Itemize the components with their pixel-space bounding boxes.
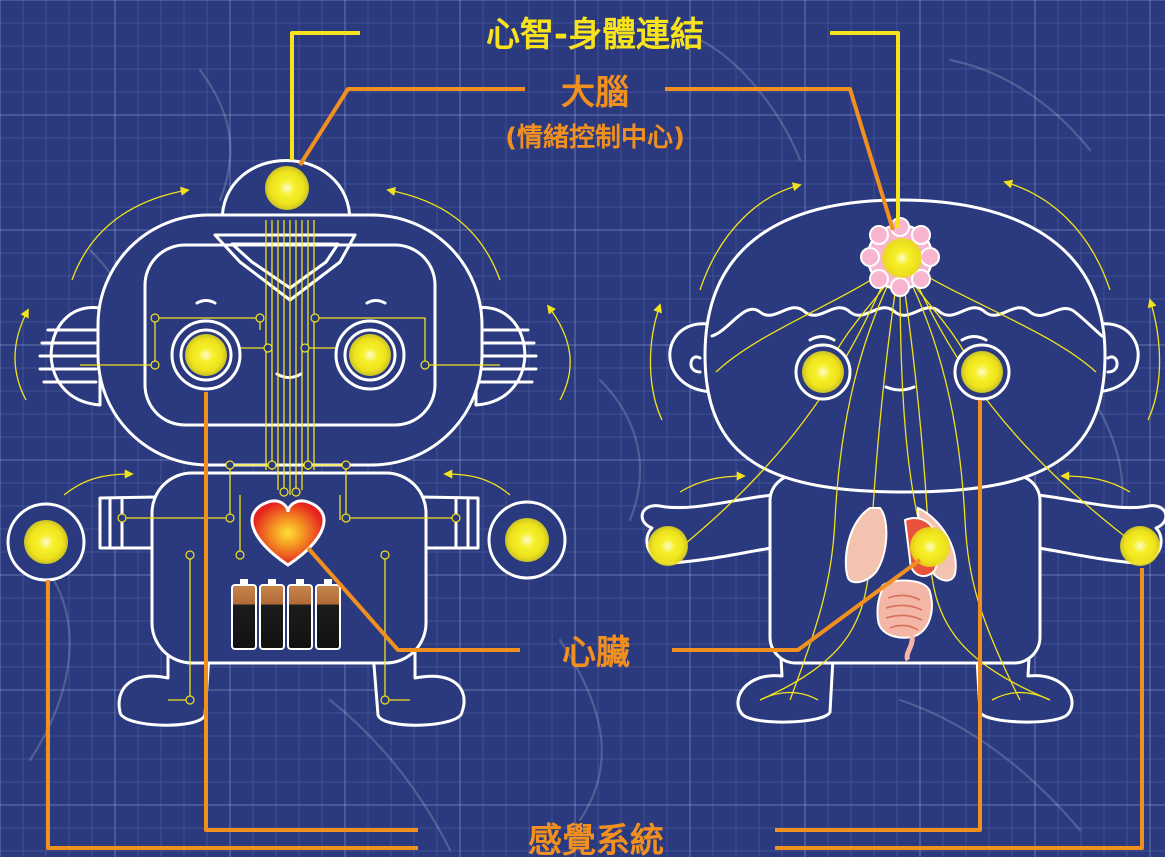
labels: 心智-身體連結 大腦 (情緒控制中心) 心臟 感覺系統 <box>486 15 704 857</box>
child-motion-arrows <box>649 179 1161 493</box>
child-heart-light <box>910 527 950 567</box>
child-lung-icon <box>844 507 888 584</box>
sensory-leader-left-inner <box>204 392 418 832</box>
child-left-hand-light <box>648 526 688 566</box>
sensory-leader-right-inner <box>775 400 982 832</box>
sensory-leader-left-outer <box>46 580 418 850</box>
robot-heart-icon <box>250 499 326 567</box>
robot-antenna-light <box>265 166 309 210</box>
mind-body-label: 心智-身體連結 <box>486 15 704 55</box>
child-brain-icon <box>860 217 940 297</box>
robot-eyes <box>170 319 406 391</box>
brain-label: 大腦 <box>561 73 629 113</box>
robot-body <box>150 471 428 665</box>
background-scribbles <box>28 38 1124 852</box>
brain-leader-right <box>665 87 895 231</box>
heart-leader-left <box>306 546 520 652</box>
child-figure <box>640 179 1165 724</box>
mind-body-leader-right <box>830 31 900 228</box>
child-right-hand-light <box>1120 526 1160 566</box>
child-hairline <box>710 306 1104 338</box>
child-organs <box>844 506 957 662</box>
leader-lines <box>46 31 1144 850</box>
mind-body-leader-left <box>290 31 360 160</box>
robot-figure <box>6 159 571 727</box>
brain-leader-left <box>298 87 525 167</box>
sensory-leader-right-outer <box>775 568 1144 850</box>
robot-right-ear <box>474 306 538 407</box>
heart-leader-right <box>672 558 922 652</box>
robot-battery-icon <box>231 579 341 650</box>
robot-left-ear <box>38 306 102 407</box>
heart-label: 心臟 <box>562 633 630 673</box>
brain-sub-label: (情緒控制中心) <box>505 122 685 153</box>
robot-circuitry <box>80 220 500 705</box>
child-eyes <box>794 343 1011 401</box>
robot-motion-arrows <box>14 186 571 496</box>
robot-left-hand-light <box>24 520 68 564</box>
robot-right-hand-light <box>505 518 549 562</box>
child-intestine-icon <box>876 579 933 639</box>
sensory-system-label: 感覺系統 <box>528 821 664 857</box>
